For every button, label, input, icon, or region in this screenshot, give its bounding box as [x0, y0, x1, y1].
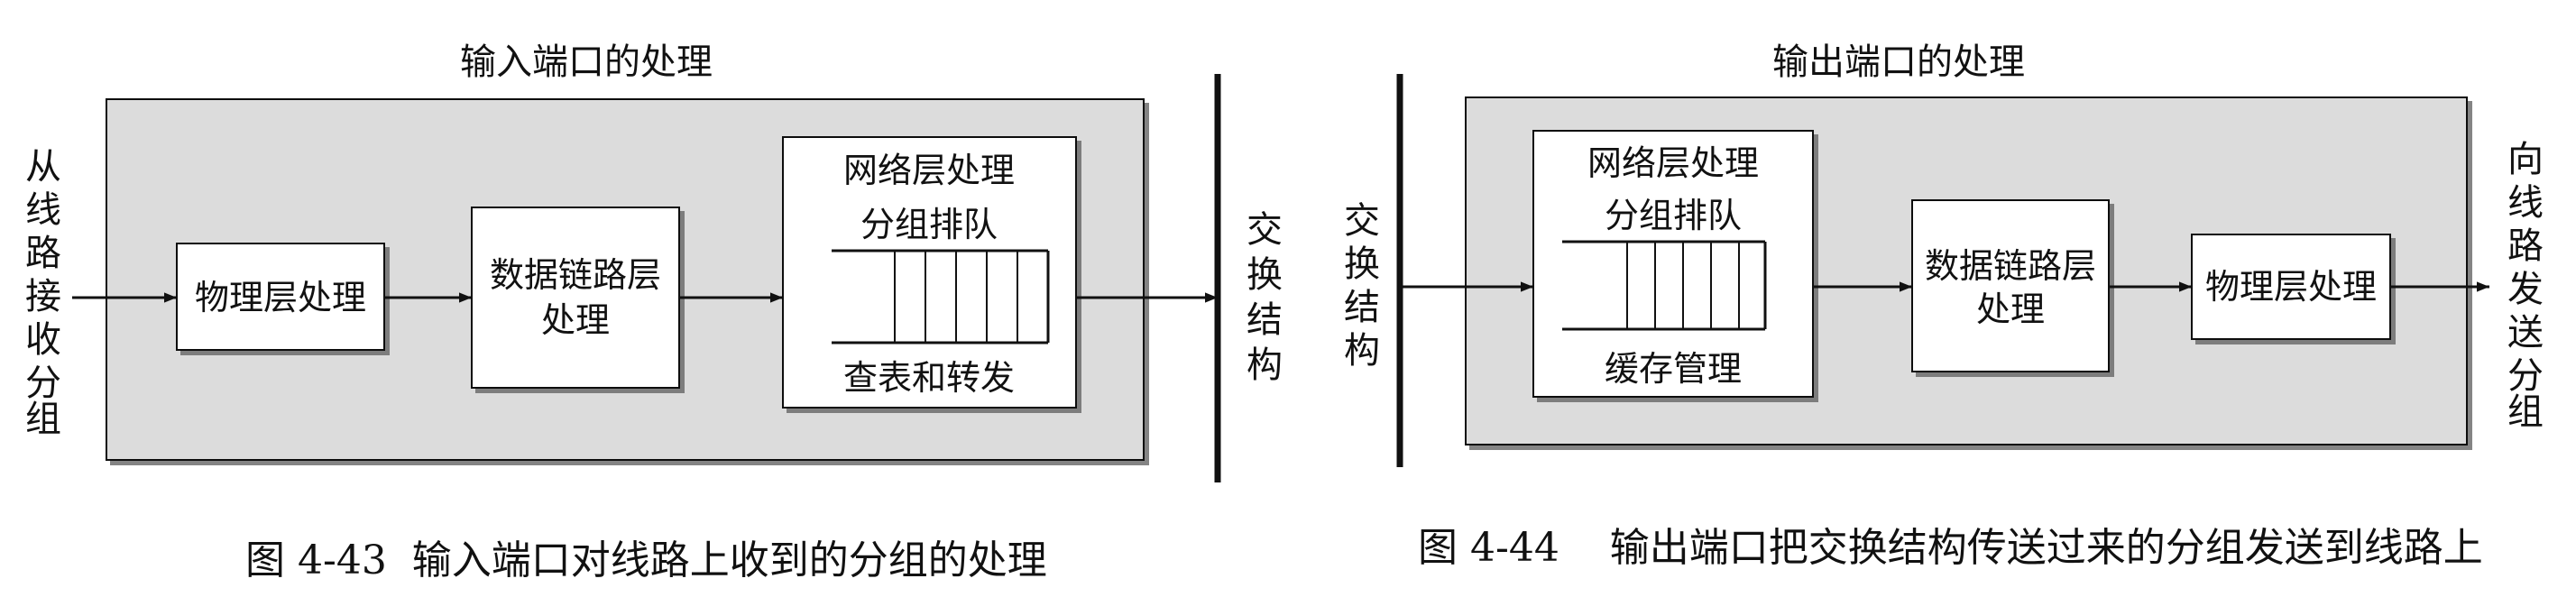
svg-text:收: 收 — [25, 319, 61, 361]
buffer-management-label: 缓存管理 — [1605, 349, 1742, 389]
physical-layer-label-2: 物理层处理 — [2205, 267, 2377, 307]
svg-text:路: 路 — [2507, 225, 2544, 267]
svg-text:构: 构 — [1247, 344, 1283, 386]
switch-fabric-label: 交 换 结 构 — [1247, 209, 1283, 386]
svg-text:交: 交 — [1247, 209, 1283, 251]
datalink-layer-label-2: 处理 — [541, 300, 610, 340]
fig43-caption: 图 4-43 输入端口对线路上收到的分组的处理 — [245, 537, 1047, 583]
svg-text:结: 结 — [1247, 299, 1283, 341]
datalink-layer-label-1: 数据链路层 — [490, 255, 661, 295]
svg-text:向: 向 — [2507, 139, 2544, 180]
svg-text:结: 结 — [1344, 287, 1380, 328]
queue-label-2: 分组排队 — [1605, 196, 1742, 235]
physical-layer-box — [176, 243, 385, 351]
svg-text:接: 接 — [25, 276, 61, 317]
svg-text:送: 送 — [2507, 312, 2544, 354]
physical-layer-label: 物理层处理 — [195, 278, 366, 317]
fig44-caption: 图 4-44 输出端口把交换结构传送过来的分组发送到线路上 — [1418, 525, 2483, 571]
datalink-layer-label-2b: 处理 — [1976, 289, 2045, 329]
svg-text:组: 组 — [25, 399, 61, 440]
figure-4-43: 输入端口的处理 从 线 路 接 收 分 组 物理层处理 数据链路层 处理 网络层… — [25, 41, 1283, 583]
lookup-forward-label: 查表和转发 — [843, 358, 1015, 398]
fig44-title: 输出端口的处理 — [1772, 41, 2025, 83]
network-layer-box — [782, 136, 1077, 409]
svg-text:交: 交 — [1344, 200, 1380, 242]
datalink-layer-box-2 — [1911, 199, 2110, 372]
svg-text:线: 线 — [2507, 182, 2544, 224]
network-layer-label-2: 网络层处理 — [1587, 143, 1759, 183]
svg-text:构: 构 — [1344, 330, 1380, 372]
svg-text:线: 线 — [25, 189, 61, 231]
svg-text:换: 换 — [1344, 243, 1380, 285]
network-layer-label: 网络层处理 — [843, 151, 1015, 190]
svg-text:分: 分 — [2507, 355, 2544, 397]
left-vertical-label: 从 线 路 接 收 分 组 — [25, 146, 61, 440]
svg-text:发: 发 — [2507, 269, 2544, 310]
physical-layer-box-2 — [2191, 234, 2391, 340]
svg-text:从: 从 — [25, 146, 61, 188]
datalink-layer-box — [471, 207, 680, 389]
svg-text:换: 换 — [1247, 254, 1283, 296]
right-vertical-label: 向 线 路 发 送 分 组 — [2507, 139, 2544, 433]
svg-text:路: 路 — [25, 233, 61, 274]
queue-label: 分组排队 — [860, 205, 998, 244]
figure-4-44: 输出端口的处理 交 换 结 构 网络层处理 分组排队 缓存管理 数据链路层 处理 — [1344, 41, 2544, 571]
svg-text:组: 组 — [2507, 391, 2544, 433]
packet-queue — [832, 249, 1050, 344]
datalink-layer-label-2a: 数据链路层 — [1925, 246, 2096, 286]
packet-queue-2 — [1562, 240, 1767, 331]
switch-fabric-label-2: 交 换 结 构 — [1344, 200, 1380, 372]
svg-text:分: 分 — [25, 363, 61, 404]
fig43-title: 输入端口的处理 — [460, 41, 713, 83]
